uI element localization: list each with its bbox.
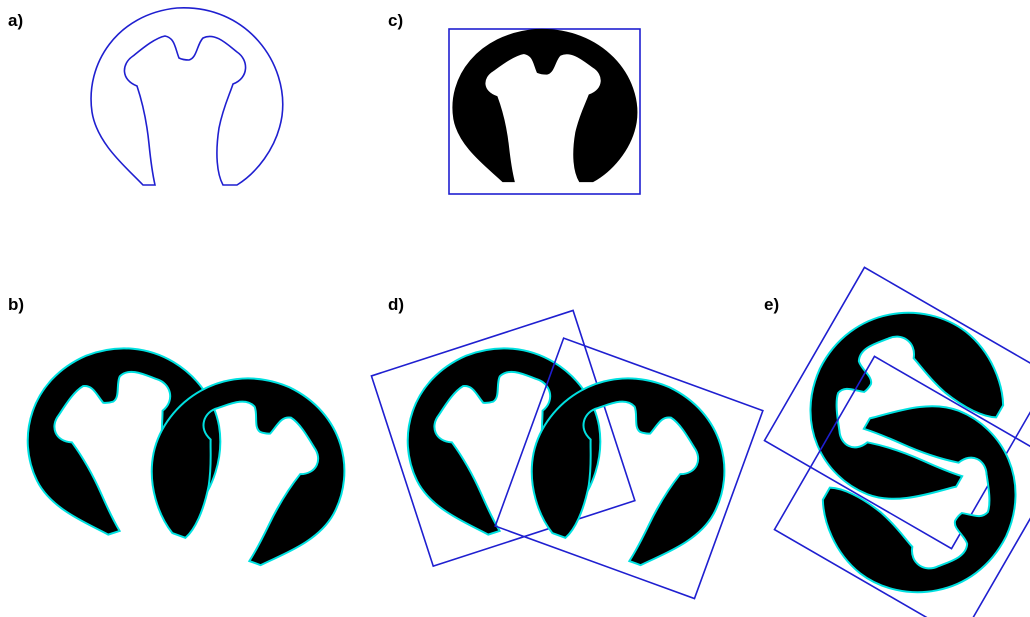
- panel-label-c: c): [388, 11, 404, 30]
- oriented-box-right: [494, 337, 764, 600]
- panel-label-d: d): [388, 295, 405, 314]
- panel-label-a: a): [8, 11, 24, 30]
- panel-label-b: b): [8, 295, 25, 314]
- panel-a-contour: [90, 7, 284, 186]
- panel-e-overlap: [763, 266, 1030, 617]
- e-clip-outline: [90, 7, 284, 186]
- oriented-box-bottom: [773, 355, 1030, 617]
- e-clip-filled: [452, 28, 638, 183]
- panel-c-shape: [448, 28, 641, 195]
- panel-b-overlap: [3, 321, 372, 584]
- panel-label-e: e): [764, 295, 780, 314]
- panel-d-overlap: [370, 309, 764, 600]
